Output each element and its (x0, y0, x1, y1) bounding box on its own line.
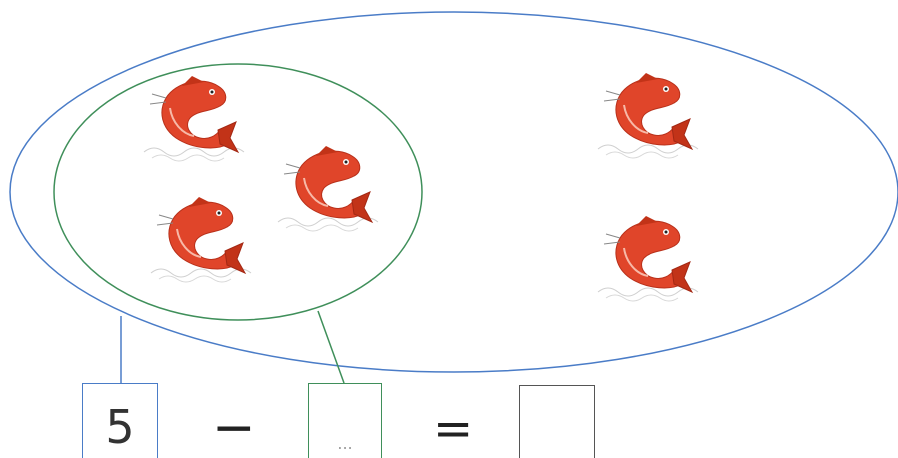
fish-icon (597, 215, 699, 302)
minus-sign: − (212, 398, 256, 458)
subgroup-connector-line (317, 310, 345, 384)
answer-box[interactable] (519, 385, 595, 458)
total-group-ellipse (9, 11, 898, 373)
fish-icon (277, 145, 379, 232)
subgroup-ellipse (53, 63, 423, 321)
fish-icon (150, 196, 252, 283)
subtrahend-box[interactable]: ... (308, 383, 382, 458)
fish-icon (597, 72, 699, 159)
fish-icon (143, 75, 245, 162)
equals-sign: = (433, 401, 474, 457)
subtrahend-placeholder: ... (337, 433, 353, 453)
total-number-box: 5 (82, 383, 158, 458)
total-number: 5 (105, 400, 135, 454)
